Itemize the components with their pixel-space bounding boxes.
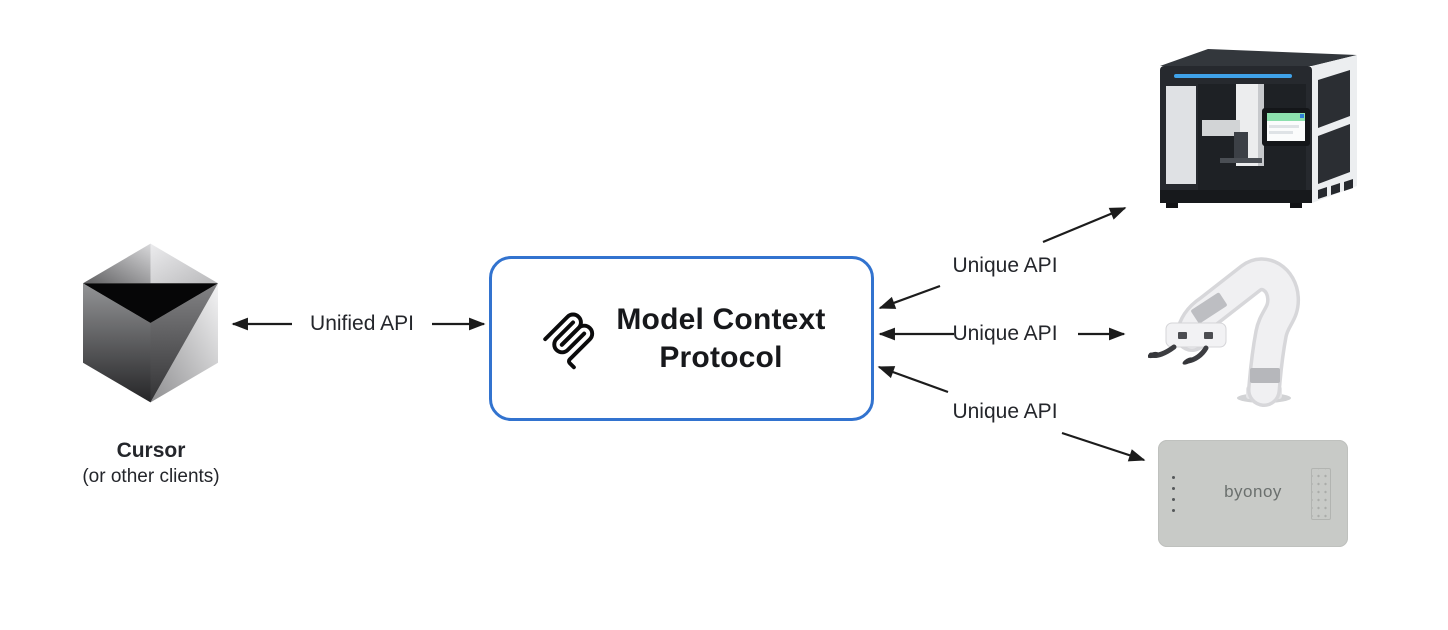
- unified-api-label: Unified API: [310, 312, 414, 335]
- mcp-hub-title-line2: Protocol: [659, 340, 783, 374]
- mcp-hub-title-line1: Model Context: [616, 302, 826, 336]
- client-sublabel: (or other clients): [82, 466, 220, 487]
- mcp-hub-title: Model Context Protocol: [616, 301, 825, 377]
- plate-reader-image: byonoy: [1158, 440, 1348, 547]
- mcp-logo-icon: [543, 312, 595, 369]
- client-name-label: Cursor: [116, 439, 186, 462]
- robot-arm-image: [1148, 257, 1300, 407]
- unique-api-middle-label: Unique API: [952, 322, 1058, 345]
- plate-reader-status-dots: [1172, 476, 1175, 512]
- cursor-logo-icon: [83, 243, 218, 403]
- mcp-hub-box: Model Context Protocol: [489, 256, 874, 421]
- unique-api-bottom-arrow-to-device: [1061, 431, 1146, 462]
- unique-api-bottom-arrow-to-hub: [877, 365, 949, 394]
- unique-api-top-arrow-to-device: [1042, 206, 1127, 244]
- unique-api-bottom-label: Unique API: [952, 400, 1058, 423]
- liquid-handler-image: [1160, 49, 1357, 208]
- plate-reader-well-grid: [1311, 468, 1331, 520]
- plate-reader-brand-label: byonoy: [1224, 482, 1282, 501]
- unique-api-top-arrow-to-hub: [878, 284, 941, 310]
- unique-api-top-label: Unique API: [952, 254, 1058, 277]
